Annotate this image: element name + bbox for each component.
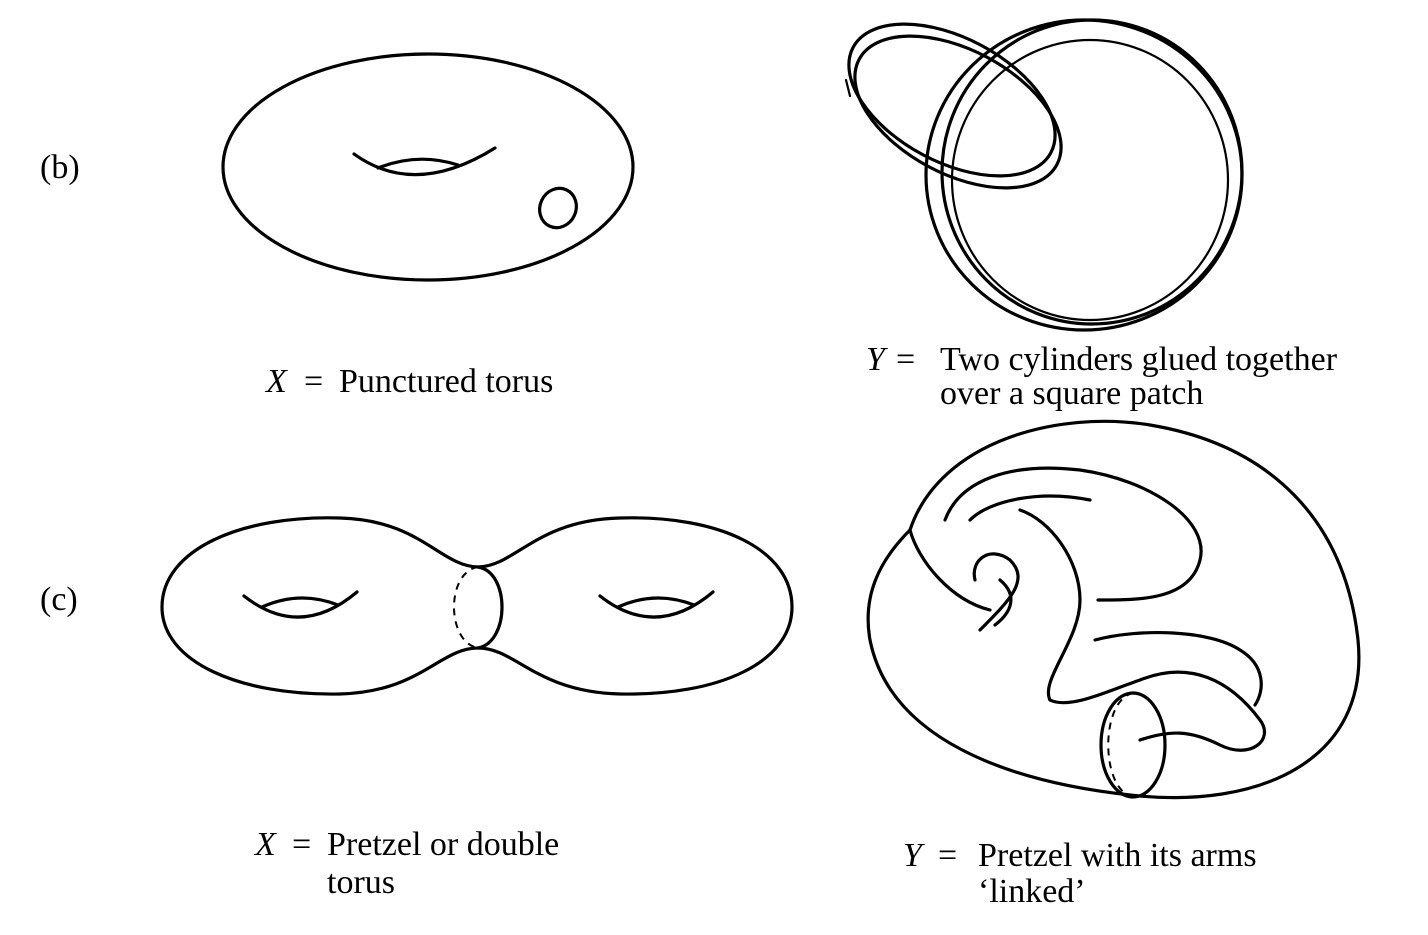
puncture-circle (538, 186, 578, 230)
label-c-right-eq: = (938, 837, 957, 874)
label-c-right-var: Y (903, 837, 925, 874)
label-c-left-line1: Pretzel or double (327, 826, 559, 863)
linked-pretzel-drawing (866, 419, 1361, 800)
panel-b-tag: (b) (40, 149, 80, 186)
double-torus-drawing (160, 516, 794, 696)
label-c-right-line1: Pretzel with its arms (978, 837, 1257, 874)
label-c-left-eq: = (292, 826, 311, 863)
two-cylinders-drawing (844, 18, 1244, 332)
panel-c-tag: (c) (40, 581, 78, 618)
label-c-right-line2: ‘linked’ (978, 873, 1086, 910)
label-b-right-eq: = (896, 341, 915, 378)
label-b-left-line1: Punctured torus (339, 363, 553, 400)
punctured-torus-drawing (221, 52, 635, 282)
label-b-right-line2: over a square patch (940, 375, 1203, 412)
label-b-left-var: X (264, 363, 288, 400)
label-c-left-line2: torus (327, 864, 395, 901)
label-c-left-var: X (253, 826, 277, 863)
label-b-right-var: Y (866, 341, 888, 378)
label-b-left-eq: = (304, 363, 323, 400)
label-b-right-line1: Two cylinders glued together (940, 341, 1338, 378)
